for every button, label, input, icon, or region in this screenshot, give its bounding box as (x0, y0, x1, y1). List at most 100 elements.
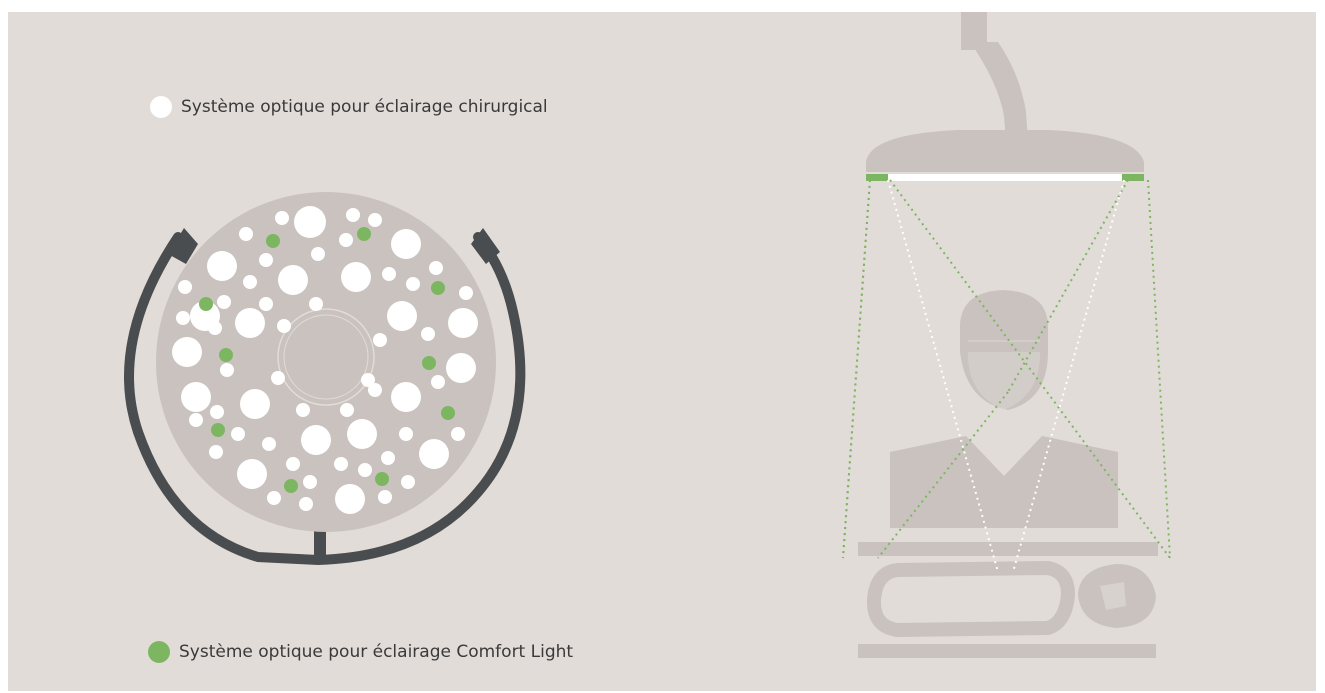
beam-6 (887, 179, 999, 573)
comfort-optic-1 (357, 227, 371, 241)
suspension-arm (970, 42, 1028, 142)
legend-comfort: Système optique pour éclairage Comfort L… (148, 641, 573, 663)
white-dot-icon (150, 96, 172, 118)
surgical-optic-58 (303, 475, 317, 489)
surgical-optic-33 (271, 371, 285, 385)
center-handle-outer (277, 308, 375, 406)
surgical-optic-1 (275, 211, 289, 225)
comfort-optic-4 (219, 348, 233, 362)
surgical-optic-60 (335, 484, 365, 514)
surgical-optic-59 (267, 491, 281, 505)
comfort-optic-2 (431, 281, 445, 295)
surgical-optic-24 (448, 308, 478, 338)
surgical-optic-48 (301, 425, 331, 455)
surgical-optic-43 (189, 413, 203, 427)
lamp-lens-white (888, 174, 1122, 181)
surgical-optic-39 (340, 403, 354, 417)
surgical-optic-34 (361, 373, 375, 387)
surgeon-icon (890, 290, 1118, 528)
surgical-optic-26 (235, 308, 265, 338)
legend-surgical-label: Système optique pour éclairage chirurgic… (181, 97, 548, 117)
surgical-optic-54 (237, 459, 267, 489)
surgical-optic-47 (399, 427, 413, 441)
surgical-optic-52 (381, 451, 395, 465)
green-dot-icon (148, 641, 170, 663)
surgical-optic-30 (172, 337, 202, 367)
surgical-light-head-icon (124, 192, 526, 566)
surgical-optic-57 (401, 475, 415, 489)
surgical-optic-55 (286, 457, 300, 471)
diagram-svg (124, 12, 1171, 658)
surgical-optic-41 (210, 405, 224, 419)
lamp-head-side (866, 130, 1144, 172)
surgical-optic-22 (387, 301, 417, 331)
beam-7 (1012, 179, 1125, 573)
table-top (858, 542, 1158, 556)
yoke-arm (124, 232, 526, 566)
yoke-left-cap (168, 228, 198, 264)
surgical-optic-13 (382, 267, 396, 281)
surgical-optic-62 (299, 497, 313, 511)
comfort-optic-8 (375, 472, 389, 486)
beam-2 (1007, 179, 1129, 393)
comfort-optic-5 (422, 356, 436, 370)
surgical-optic-16 (406, 277, 420, 291)
surgical-optic-19 (259, 297, 273, 311)
comfort-optic-0 (266, 234, 280, 248)
surgical-optic-3 (368, 213, 382, 227)
yoke-stem (314, 524, 326, 564)
side-view (842, 12, 1171, 658)
lamp-disk (156, 192, 496, 532)
legend-comfort-label: Système optique pour éclairage Comfort L… (179, 642, 574, 662)
beam-0 (842, 179, 871, 559)
surgical-optic-10 (341, 262, 371, 292)
table-base (858, 644, 1156, 658)
patient-face (1100, 582, 1126, 610)
optics-group (172, 206, 478, 514)
surgical-optic-29 (373, 333, 387, 347)
surgical-optic-25 (277, 319, 291, 333)
surgical-optic-46 (347, 419, 377, 449)
surgical-optic-12 (243, 275, 257, 289)
surgical-optic-45 (231, 427, 245, 441)
surgical-optic-7 (311, 247, 325, 261)
light-beams (842, 179, 1171, 573)
surgical-optic-14 (429, 261, 443, 275)
beam-3 (877, 391, 1009, 559)
surgical-optic-50 (209, 445, 223, 459)
patient-body (867, 560, 1076, 638)
comfort-optic-9 (284, 479, 298, 493)
yoke-right-cap (471, 228, 500, 264)
surgical-optic-15 (178, 280, 192, 294)
surgical-optic-51 (419, 439, 449, 469)
surgical-optic-42 (368, 383, 382, 397)
comfort-optic-3 (199, 297, 213, 311)
surgical-optic-56 (358, 463, 372, 477)
beam-1 (889, 179, 1171, 559)
surgeon-eye-band (968, 342, 1040, 352)
surgical-optic-18 (217, 295, 231, 309)
surgical-optic-32 (220, 363, 234, 377)
surgical-optic-11 (278, 265, 308, 295)
center-handle-inner (283, 314, 369, 400)
surgical-optic-2 (346, 208, 360, 222)
surgical-optic-28 (421, 327, 435, 341)
surgical-optic-9 (207, 251, 237, 281)
surgical-optic-5 (391, 229, 421, 259)
beam-4 (1147, 179, 1171, 559)
surgical-optic-35 (181, 382, 211, 412)
patient-icon (858, 542, 1158, 658)
surgical-optic-61 (378, 490, 392, 504)
comfort-optic-7 (211, 423, 225, 437)
surgical-optic-53 (334, 457, 348, 471)
surgical-optic-27 (208, 321, 222, 335)
surgical-optic-37 (431, 375, 445, 389)
surgical-optic-6 (339, 233, 353, 247)
surgical-optic-20 (309, 297, 323, 311)
surgical-optic-36 (391, 382, 421, 412)
surgeon-torso (890, 436, 1118, 528)
comfort-optic-6 (441, 406, 455, 420)
beam-5 (842, 179, 871, 559)
legend-surgical: Système optique pour éclairage chirurgic… (150, 96, 548, 118)
surgical-optic-0 (294, 206, 326, 238)
